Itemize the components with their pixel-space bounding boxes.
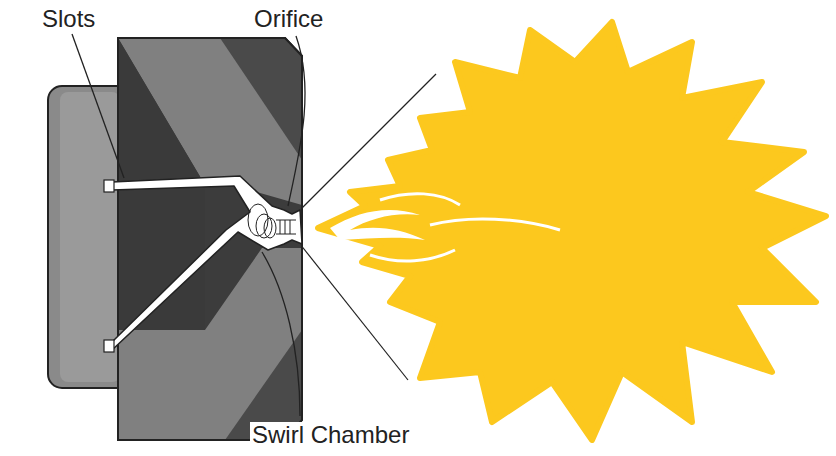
slot-channels	[104, 176, 302, 352]
part-label: Slots	[40, 6, 97, 32]
part-label: Swirl Chamber	[250, 422, 411, 448]
leader-lines	[72, 34, 305, 416]
flame	[318, 22, 826, 440]
part-label: Orifice	[252, 6, 325, 32]
